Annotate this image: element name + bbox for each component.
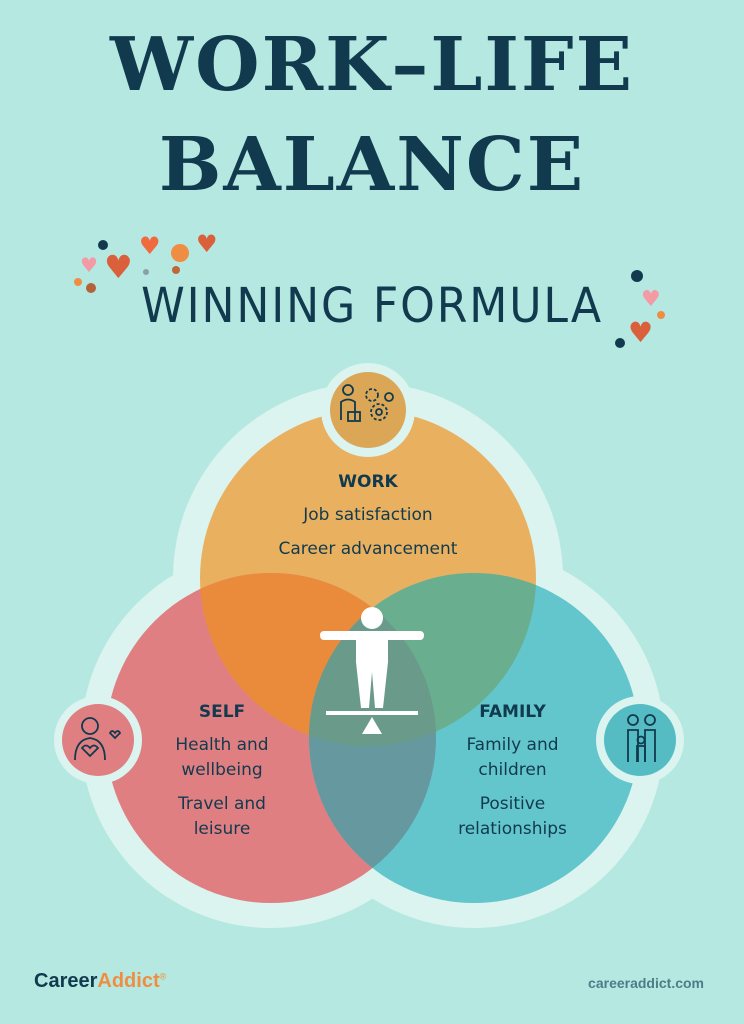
family-item: Family and children bbox=[466, 735, 559, 780]
balancing-person-icon bbox=[320, 607, 424, 734]
svg-text:♥: ♥ bbox=[80, 253, 98, 277]
title-line-1: WORK–LIFE bbox=[110, 22, 634, 108]
svg-text:♥: ♥ bbox=[628, 316, 653, 349]
self-item: Health and wellbeing bbox=[175, 735, 269, 780]
family-item: Positive relationships bbox=[458, 794, 567, 839]
work-heading: WORK bbox=[338, 472, 398, 492]
work-item: Job satisfaction bbox=[303, 505, 433, 525]
worker-gears-icon bbox=[321, 363, 415, 457]
registered-mark: ® bbox=[159, 971, 167, 982]
hearts-left-decoration: ♥ ♥ ♥ ♥ bbox=[74, 230, 218, 293]
self-heading: SELF bbox=[198, 702, 246, 722]
logo-part-1: Career bbox=[34, 970, 98, 992]
self-love-icon bbox=[54, 696, 142, 784]
family-icon bbox=[596, 696, 684, 784]
family-heading: FAMILY bbox=[479, 702, 546, 722]
hearts-right-decoration: ♥ ♥ bbox=[615, 270, 665, 349]
self-label-group: SELF Health and wellbeing Travel and lei… bbox=[152, 700, 292, 851]
subtitle: WINNING FORMULA bbox=[141, 278, 603, 334]
svg-text:♥: ♥ bbox=[104, 248, 133, 286]
svg-text:♥: ♥ bbox=[139, 232, 161, 260]
family-label-group: FAMILY Family and children Positive rela… bbox=[440, 700, 585, 851]
self-item: Travel and leisure bbox=[178, 794, 266, 839]
work-item: Career advancement bbox=[278, 539, 458, 559]
careeraddict-logo: CareerAddict® bbox=[34, 970, 166, 993]
svg-text:♥: ♥ bbox=[196, 230, 218, 258]
svg-text:♥: ♥ bbox=[641, 287, 661, 312]
title-line-2: BALANCE bbox=[158, 122, 586, 208]
logo-part-2: Addict bbox=[97, 970, 160, 992]
website-url: careeraddict.com bbox=[588, 975, 704, 991]
work-label-group: WORK Job satisfaction Career advancement bbox=[218, 470, 518, 571]
